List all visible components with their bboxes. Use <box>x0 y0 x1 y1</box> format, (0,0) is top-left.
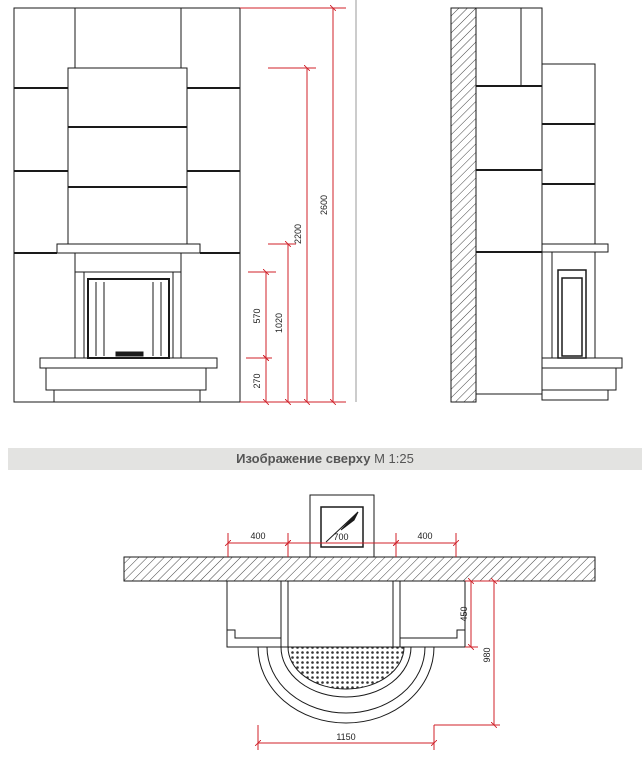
dim-270: 270 <box>252 373 262 388</box>
dim-left-offset: 400 <box>250 531 265 541</box>
section-title: Изображение сверху M 1:25 <box>8 451 642 466</box>
dim-570: 570 <box>252 308 262 323</box>
top-dimensions <box>228 533 500 750</box>
dim-1020: 1020 <box>274 313 284 333</box>
dim-depth-body: 450 <box>459 606 469 621</box>
dim-2200: 2200 <box>293 224 303 244</box>
side-hearth <box>541 357 623 369</box>
side-mantel <box>541 243 609 253</box>
front-base <box>45 367 207 391</box>
dim-chimney-width: 700 <box>333 532 348 542</box>
section-title-bold: Изображение сверху <box>236 451 371 466</box>
front-dimensions <box>240 8 346 402</box>
side-base <box>541 367 617 391</box>
front-view <box>13 7 241 403</box>
dim-right-offset: 400 <box>417 531 432 541</box>
dim-2600: 2600 <box>319 195 329 215</box>
dim-width-total: 1150 <box>336 732 355 742</box>
front-hood <box>67 67 188 245</box>
side-hood <box>541 63 596 245</box>
side-wall <box>450 7 477 403</box>
front-plinth <box>53 389 201 403</box>
firebox-glass <box>87 278 170 359</box>
firebox-frame <box>83 271 174 359</box>
hearth-inner <box>280 646 412 698</box>
side-view <box>450 7 623 403</box>
hearth-middle <box>266 646 426 714</box>
section-scale: M 1:25 <box>374 451 414 466</box>
front-tower <box>13 7 241 403</box>
top-wall <box>123 556 596 582</box>
section-header: Изображение сверху M 1:25 <box>8 448 642 470</box>
chimney-inner <box>320 506 364 548</box>
side-tower <box>475 7 543 395</box>
firebed-grid <box>287 646 405 690</box>
hearth-outer <box>257 646 435 724</box>
chimney-outer <box>309 494 375 558</box>
front-mantel <box>56 243 201 254</box>
dim-depth-total: 980 <box>482 647 492 662</box>
top-view <box>123 494 596 724</box>
front-hearth <box>39 357 218 369</box>
